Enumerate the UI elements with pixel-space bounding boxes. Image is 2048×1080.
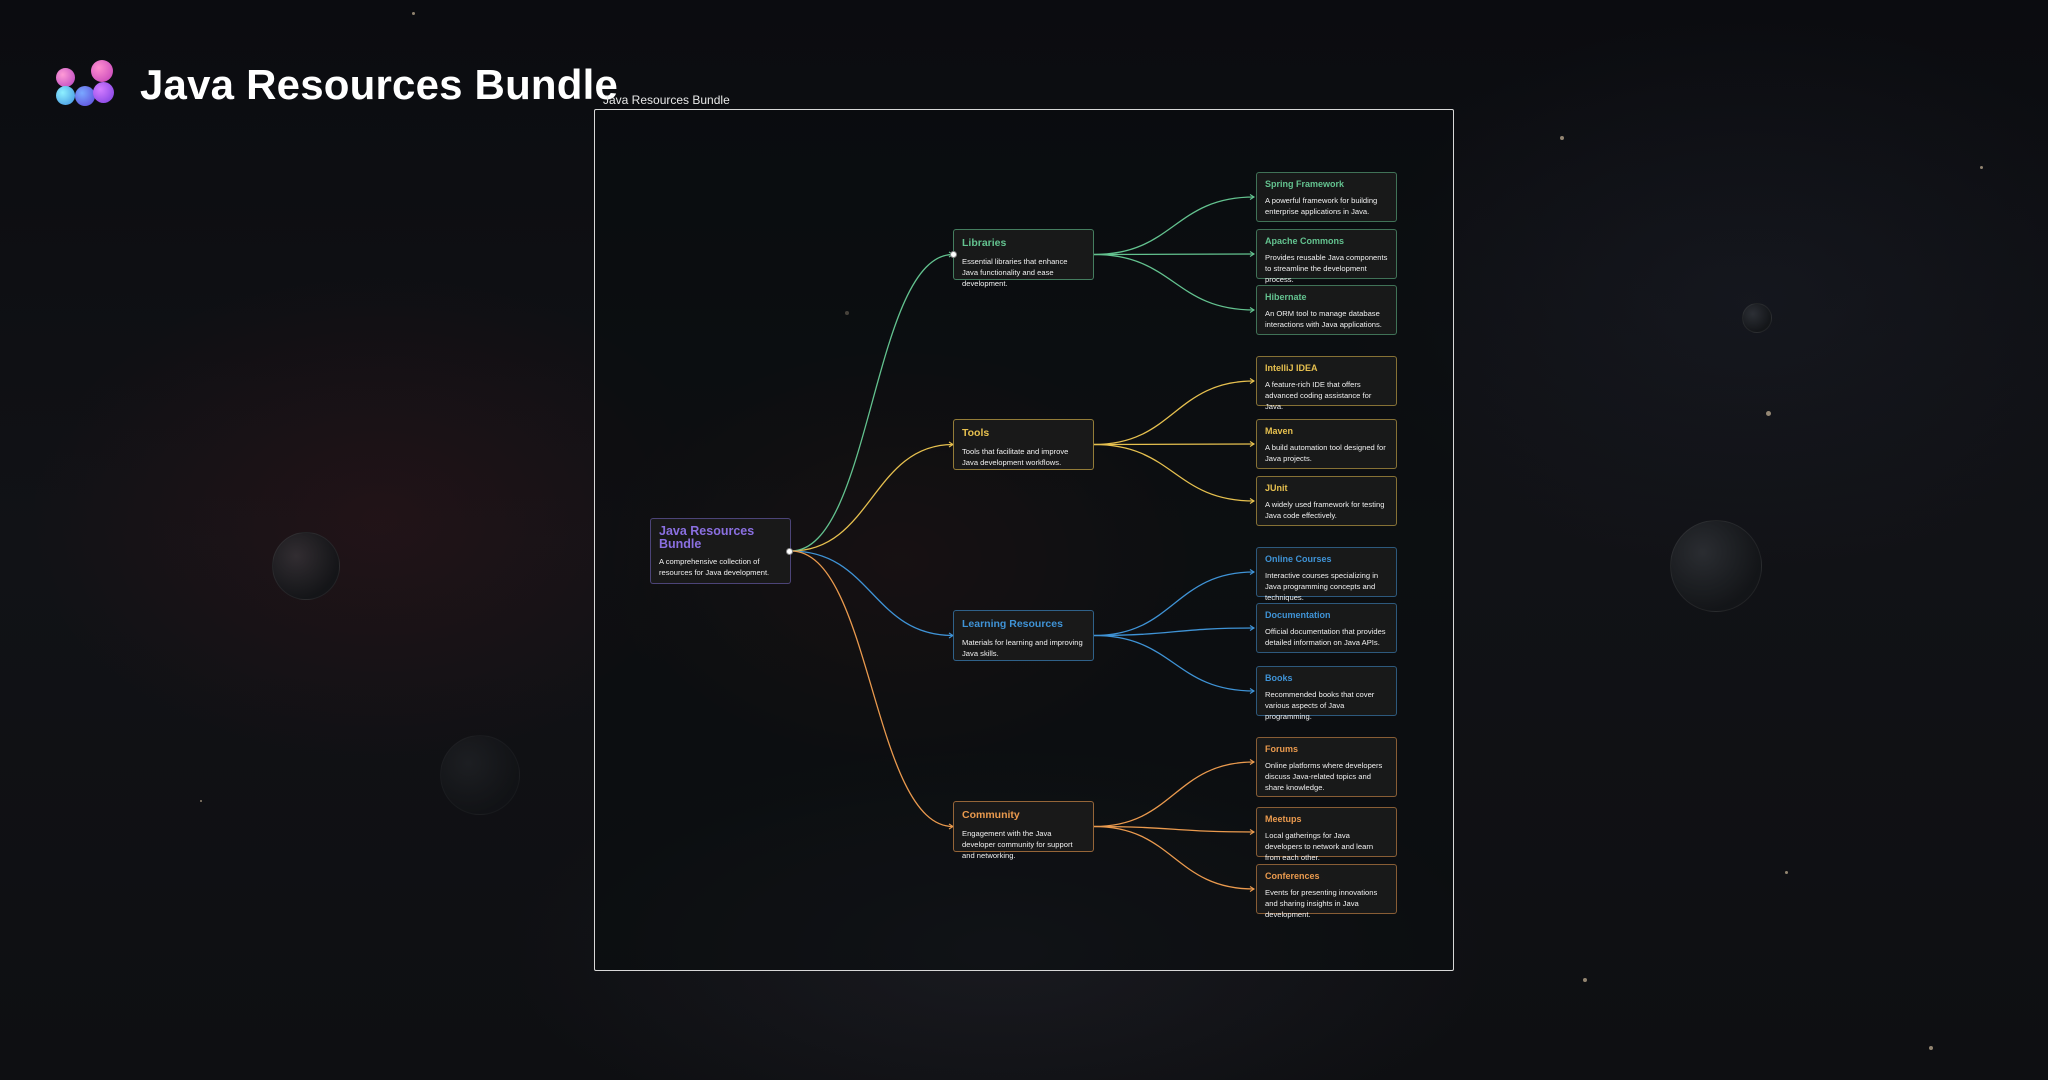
molecule-logo-icon (56, 60, 116, 110)
leaf-description: Official documentation that provides det… (1265, 627, 1386, 647)
root-node-title: Java Resources Bundle (659, 524, 755, 551)
leaf-title: JUnit (1265, 483, 1288, 493)
branch-node-community[interactable]: Community Engagement with the Java devel… (953, 801, 1094, 860)
branch-node-tools[interactable]: Tools Tools that facilitate and improve … (953, 419, 1094, 470)
leaf-node-maven[interactable]: Maven A build automation tool designed f… (1256, 419, 1397, 469)
leaf-description: A build automation tool designed for Jav… (1265, 443, 1386, 463)
branch-title: Community (962, 809, 1020, 821)
leaf-description: An ORM tool to manage database interacti… (1265, 309, 1382, 329)
leaf-node-forums[interactable]: Forums Online platforms where developers… (1256, 737, 1397, 797)
leaf-node-conferences[interactable]: Conferences Events for presenting innova… (1256, 864, 1397, 919)
star (200, 800, 202, 802)
leaf-node-hibernate[interactable]: Hibernate An ORM tool to manage database… (1256, 285, 1397, 335)
leaf-description: A feature-rich IDE that offers advanced … (1265, 380, 1372, 411)
leaf-description: Local gatherings for Java developers to … (1265, 831, 1374, 862)
leaf-title: Forums (1265, 744, 1299, 754)
root-node-description: A comprehensive collection of resources … (659, 557, 770, 577)
planet (272, 532, 340, 600)
leaf-node-intellij-idea[interactable]: IntelliJ IDEA A feature-rich IDE that of… (1256, 356, 1397, 411)
root-connector-handle[interactable] (786, 548, 793, 555)
planet (1670, 520, 1762, 612)
app-title: Java Resources Bundle (140, 61, 619, 108)
leaf-node-books[interactable]: Books Recommended books that cover vario… (1256, 666, 1397, 721)
leaf-node-online-courses[interactable]: Online Courses Interactive courses speci… (1256, 547, 1397, 602)
branch-title: Learning Resources (962, 618, 1063, 630)
leaf-description: A widely used framework for testing Java… (1265, 500, 1385, 520)
leaf-description: Interactive courses specializing in Java… (1265, 571, 1379, 602)
libraries-connector-handle[interactable] (950, 251, 957, 258)
planet (1742, 303, 1772, 333)
branch-title: Libraries (962, 237, 1007, 249)
leaf-description: Recommended books that cover various asp… (1265, 690, 1375, 721)
branch-description: Materials for learning and improving Jav… (962, 638, 1083, 658)
root-node[interactable]: Java Resources Bundle A comprehensive co… (650, 518, 791, 584)
star (1766, 411, 1771, 416)
leaf-title: IntelliJ IDEA (1265, 363, 1318, 373)
frame-label: Java Resources Bundle (603, 93, 730, 107)
app-header: Java Resources Bundle (56, 60, 618, 110)
leaf-title: Spring Framework (1265, 179, 1345, 189)
leaf-title: Hibernate (1265, 292, 1307, 302)
leaf-description: Provides reusable Java components to str… (1265, 253, 1388, 284)
leaf-node-spring-framework[interactable]: Spring Framework A powerful framework fo… (1256, 172, 1397, 222)
leaf-node-meetups[interactable]: Meetups Local gatherings for Java develo… (1256, 807, 1397, 862)
star (1583, 978, 1587, 982)
leaf-description: Events for presenting innovations and sh… (1265, 888, 1378, 919)
leaf-node-junit[interactable]: JUnit A widely used framework for testin… (1256, 476, 1397, 526)
branch-node-libraries[interactable]: Libraries Essential libraries that enhan… (953, 229, 1094, 288)
branch-description: Essential libraries that enhance Java fu… (962, 257, 1068, 288)
branch-description: Tools that facilitate and improve Java d… (962, 447, 1069, 467)
leaf-node-apache-commons[interactable]: Apache Commons Provides reusable Java co… (1256, 229, 1397, 284)
leaf-title: Meetups (1265, 814, 1302, 824)
star (1929, 1046, 1933, 1050)
star (1980, 166, 1983, 169)
leaf-node-documentation[interactable]: Documentation Official documentation tha… (1256, 603, 1397, 653)
leaf-title: Books (1265, 673, 1293, 683)
branch-title: Tools (962, 427, 990, 439)
planet (440, 735, 520, 815)
star (1560, 136, 1564, 140)
leaf-title: Online Courses (1265, 554, 1332, 564)
leaf-description: A powerful framework for building enterp… (1265, 196, 1378, 216)
star (1785, 871, 1788, 874)
branch-node-learning-resources[interactable]: Learning Resources Materials for learnin… (953, 610, 1094, 661)
leaf-title: Maven (1265, 426, 1294, 436)
leaf-title: Conferences (1265, 871, 1320, 881)
leaf-description: Online platforms where developers discus… (1265, 761, 1383, 792)
star (412, 12, 415, 15)
branch-description: Engagement with the Java developer commu… (962, 829, 1073, 860)
leaf-title: Apache Commons (1265, 236, 1345, 246)
leaf-title: Documentation (1265, 610, 1331, 620)
